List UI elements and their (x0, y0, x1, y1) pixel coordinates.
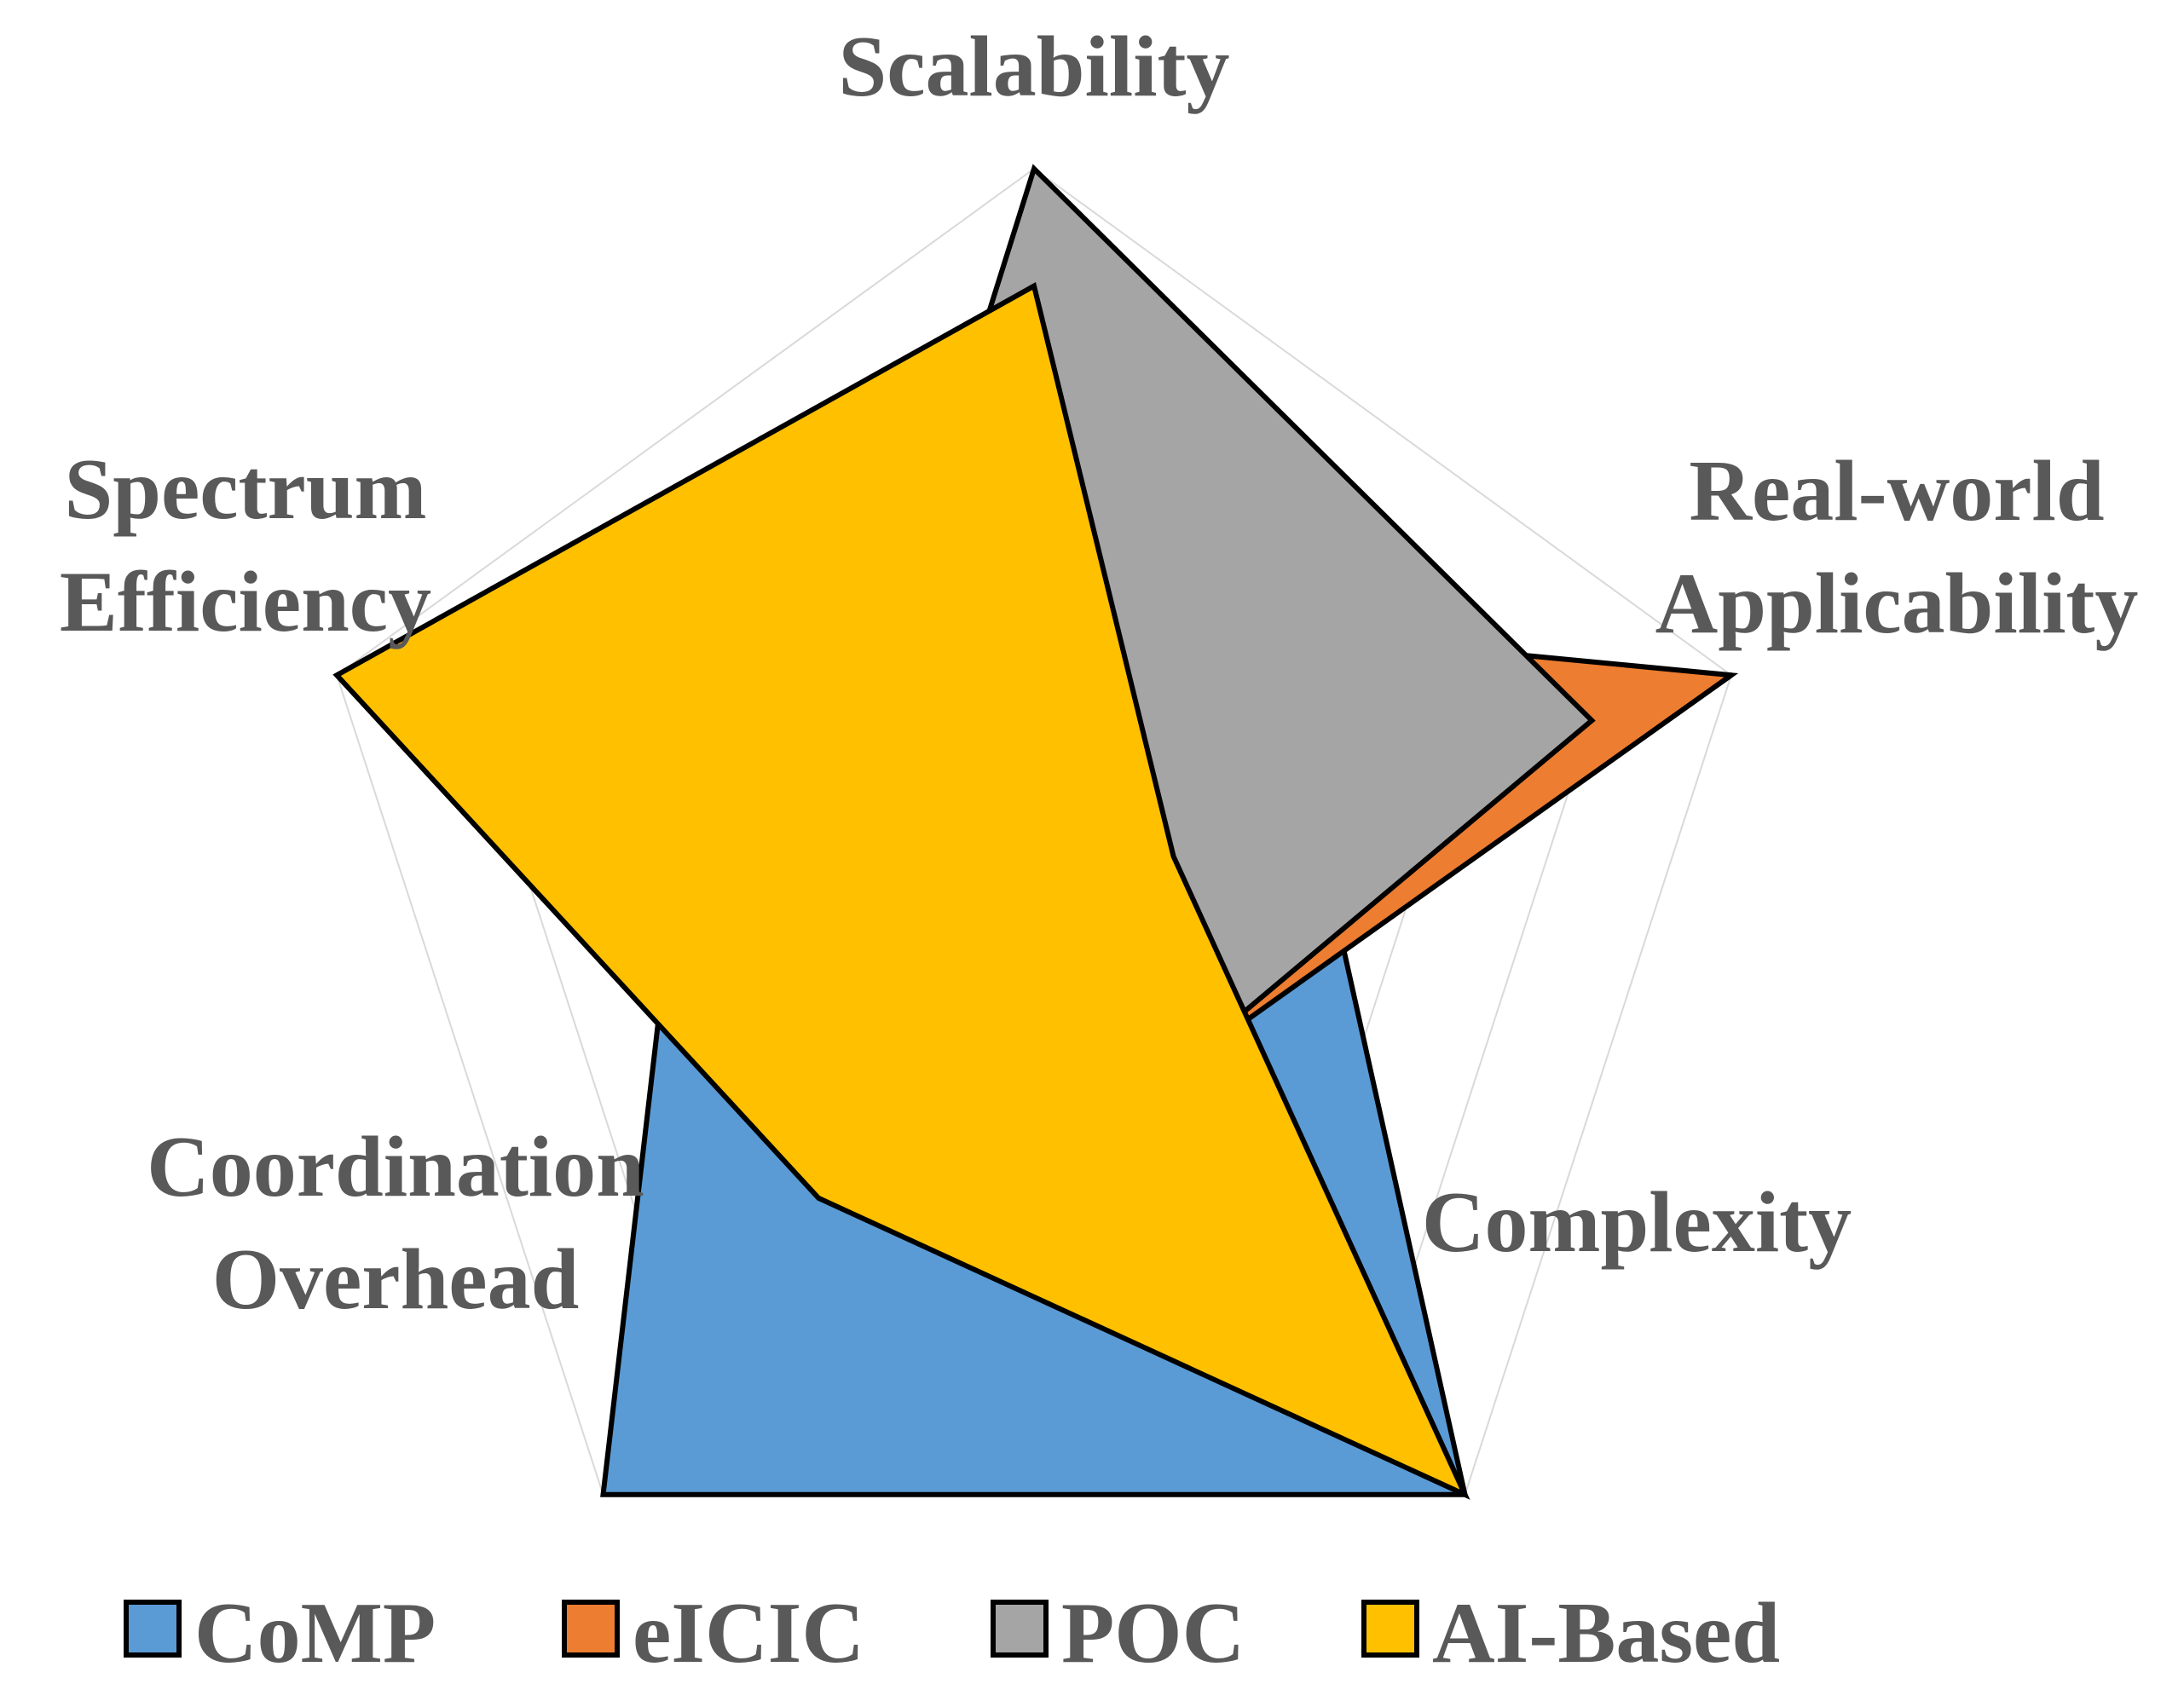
legend-label-poc: POC (1061, 1585, 1245, 1681)
chart-legend: CoMP eICIC POC AI-Based (124, 1585, 1780, 1681)
legend-swatch-poc (991, 1600, 1049, 1658)
axis-label-line: Efficiency (60, 554, 431, 650)
legend-label-comp: CoMP (194, 1585, 436, 1681)
radar-series-layer (332, 164, 1739, 1500)
legend-swatch-ai-based (1361, 1600, 1419, 1658)
legend-swatch-eicic (562, 1600, 620, 1658)
axis-label-line: Applicability (1655, 556, 2139, 652)
legend-item-eicic: eICIC (562, 1585, 864, 1681)
axis-label-line: Scalability (838, 19, 1229, 115)
legend-item-comp: CoMP (124, 1585, 436, 1681)
legend-swatch-comp (124, 1600, 182, 1658)
axis-label-line: Complexity (1422, 1174, 1852, 1271)
legend-item-poc: POC (991, 1585, 1245, 1681)
legend-label-ai-based: AI-Based (1432, 1585, 1780, 1681)
axis-label-line: Real-world (1689, 443, 2104, 539)
axis-label-line: Coordination (147, 1119, 644, 1215)
axis-label-complexity: Complexity (1422, 1174, 1852, 1271)
axis-label-line: Overhead (212, 1231, 580, 1328)
legend-item-ai-based: AI-Based (1361, 1585, 1780, 1681)
legend-label-eicic: eICIC (633, 1585, 864, 1681)
axis-label-scalability: Scalability (838, 19, 1229, 115)
series-area-ai-based (332, 282, 1470, 1500)
axis-label-line: Spectrum (65, 441, 427, 538)
